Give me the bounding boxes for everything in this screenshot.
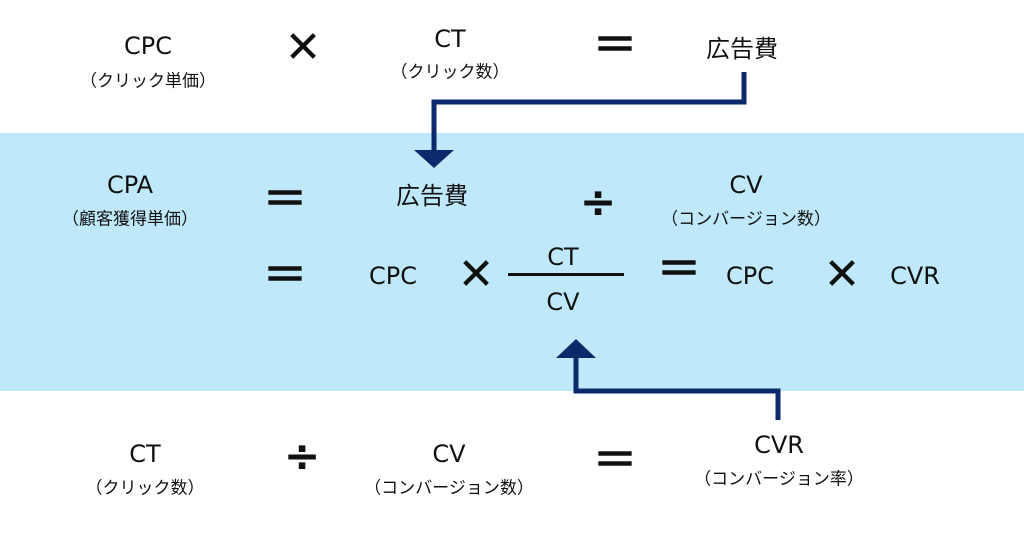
times-operator: ✕ [457,249,495,300]
equals-operator: ＝ [263,174,307,225]
cpa-label: CPA [106,171,154,199]
cpc-sublabel: （クリック単価） [80,71,216,92]
cpa-sublabel: （顧客獲得単価） [62,209,198,230]
fraction-bar [508,273,624,276]
arrow-head-down [414,150,454,168]
cpc-label: CPC [369,262,417,290]
equals-operator: ＝ [593,20,637,71]
cpc-label: CPC [124,32,172,60]
times-operator: ✕ [284,22,322,73]
times-operator: ✕ [823,249,861,300]
ad-cost-label: 広告費 [706,35,778,63]
divide-operator: ÷ [579,177,617,228]
ct-sublabel: （クリック数） [85,478,205,499]
cvr-label: CVR [890,262,940,290]
cv-sublabel: （コンバージョン数） [661,209,831,230]
cv-label: CV [729,171,763,199]
divide-operator: ÷ [283,431,321,482]
fraction-numerator: CT [547,243,579,271]
cv-sublabel: （コンバージョン数） [364,478,534,499]
equals-operator: ＝ [657,244,701,295]
highlight-band [0,133,1024,391]
ct-sublabel: （クリック数） [390,62,510,83]
equals-operator: ＝ [593,435,637,486]
ct-label: CT [434,25,466,53]
cv-label: CV [432,440,466,468]
ad-cost-label: 広告費 [396,182,468,210]
fraction-denominator: CV [546,288,580,316]
cvr-label: CVR [754,431,804,459]
arrow-ad-cost-down [431,72,747,150]
arrow-head-up [556,339,596,358]
equals-operator: ＝ [263,250,307,301]
cpc-label: CPC [726,262,774,290]
ct-label: CT [129,440,161,468]
arrow-cvr-up [573,356,781,420]
cvr-sublabel: （コンバージョン率） [694,469,864,490]
